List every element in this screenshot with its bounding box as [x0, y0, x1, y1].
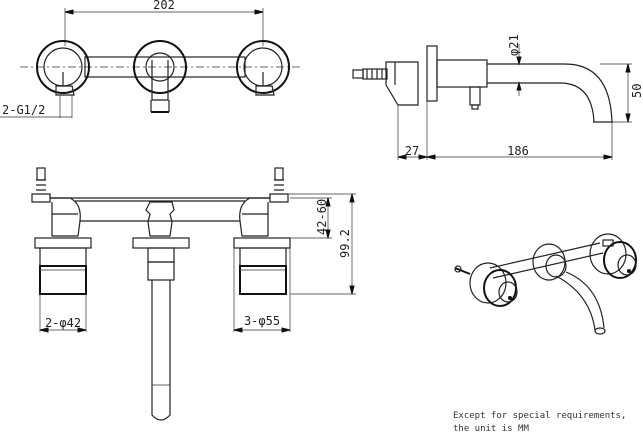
width-dimension: 202 [153, 0, 175, 12]
mounting-range-dimension: 42-60 [315, 199, 329, 235]
unit-note-line2: the unit is MM [453, 424, 529, 434]
side-view: φ21 50 27 186 [352, 34, 643, 160]
height-dimension: 50 [630, 84, 643, 98]
reach-dimension: 186 [507, 144, 529, 158]
spout-diameter-dimension: φ21 [507, 34, 521, 56]
unit-note-line1: Except for special requirements, [453, 411, 626, 421]
handle-diameter-dimension: 2-φ42 [45, 316, 81, 330]
front-view: 42-60 99.2 2-φ42 3-φ55 [31, 167, 356, 421]
escutcheon-diameter-dimension: 3-φ55 [244, 314, 280, 328]
thread-dimension: 2-G1/2 [2, 103, 45, 117]
total-depth-dimension: 99.2 [338, 229, 352, 258]
top-view: 202 2-G1/2 [0, 0, 302, 118]
isometric-view [454, 233, 637, 335]
wall-depth-dimension: 27 [405, 144, 419, 158]
